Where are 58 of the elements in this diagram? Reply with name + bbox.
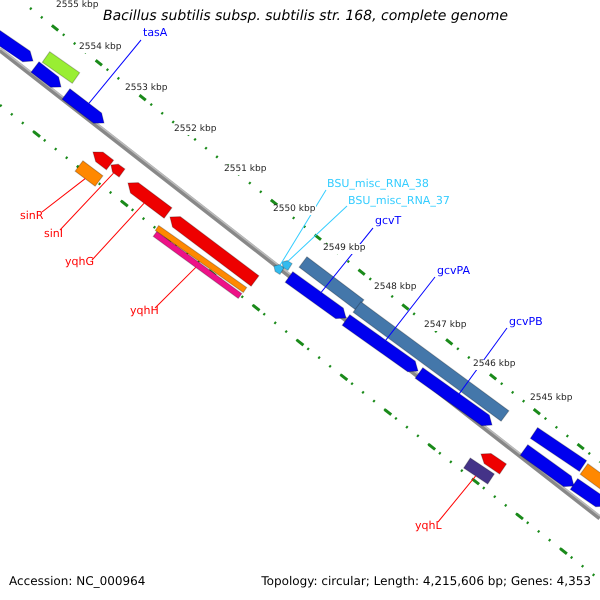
feature-bar bbox=[74, 160, 104, 187]
scale-label: 2545 kbp bbox=[529, 394, 574, 404]
feature-bar bbox=[298, 256, 365, 311]
feature-bar bbox=[154, 224, 248, 294]
gene-feature bbox=[570, 478, 600, 508]
scale-label: 2552 kbp bbox=[173, 125, 218, 135]
gene-label: sinR bbox=[20, 210, 44, 222]
gene-feature bbox=[110, 164, 126, 178]
scale-label: 2550 kbp bbox=[272, 205, 316, 215]
scale-label: 2548 kbp bbox=[373, 283, 418, 293]
scale-label: 2547 kbp bbox=[423, 321, 468, 331]
feature-bar bbox=[530, 426, 588, 472]
feature-bar bbox=[42, 51, 80, 84]
leader-line bbox=[154, 266, 196, 308]
gene-feature bbox=[0, 28, 34, 62]
gene-label: gcvPA bbox=[437, 265, 470, 278]
leader-line bbox=[60, 172, 114, 230]
gene-feature bbox=[281, 260, 293, 272]
feature-bar bbox=[580, 463, 600, 491]
gene-feature bbox=[520, 444, 575, 488]
leader-line bbox=[88, 40, 142, 104]
gene-label: gcvT bbox=[375, 215, 402, 228]
leader-line bbox=[288, 206, 348, 262]
leader-line bbox=[42, 178, 86, 212]
diagram-title: Bacillus subtilis subsp. subtilis str. 168, complete genome bbox=[103, 9, 508, 24]
genome-info-text: Topology: circular; Length: 4,215,606 bp; Genes: 4,353 bbox=[261, 575, 591, 588]
scale-label: 2549 kbp bbox=[322, 244, 366, 254]
scale-label: 2555 kbp bbox=[55, 1, 100, 11]
scale-label: 2546 kbp bbox=[472, 360, 516, 370]
gene-label: tasA bbox=[143, 27, 168, 40]
gene-label: BSU_misc_RNA_37 bbox=[348, 195, 450, 208]
gene-feature bbox=[127, 182, 173, 219]
gene-feature bbox=[414, 367, 493, 426]
scale-label: 2553 kbp bbox=[124, 84, 168, 94]
leader-line bbox=[458, 328, 508, 394]
gene-label: sinI bbox=[44, 228, 64, 240]
gene-feature bbox=[273, 264, 285, 276]
leader-line bbox=[438, 476, 476, 522]
gene-feature bbox=[480, 453, 508, 475]
gene-feature bbox=[30, 61, 62, 88]
gene-label: yqhG bbox=[65, 256, 94, 268]
feature-bar bbox=[463, 457, 495, 485]
accession-text: Accession: NC_000964 bbox=[9, 575, 146, 588]
scale-label: 2551 kbp bbox=[223, 165, 268, 175]
scale-label: 2554 kbp bbox=[78, 43, 122, 53]
gene-label: gcvPB bbox=[509, 316, 543, 328]
leader-line bbox=[92, 202, 145, 260]
gene-label: yqhL bbox=[415, 520, 442, 532]
gene-feature bbox=[284, 271, 347, 320]
leader-line bbox=[385, 276, 436, 341]
gene-feature bbox=[169, 216, 260, 287]
gene-feature bbox=[342, 314, 419, 372]
gene-label: yqhH bbox=[130, 305, 159, 318]
gene-label: BSU_misc_RNA_38 bbox=[327, 178, 429, 190]
gene-feature bbox=[92, 152, 114, 170]
leader-line bbox=[280, 190, 326, 266]
gene-feature bbox=[61, 88, 105, 124]
feature-bar bbox=[152, 230, 242, 300]
